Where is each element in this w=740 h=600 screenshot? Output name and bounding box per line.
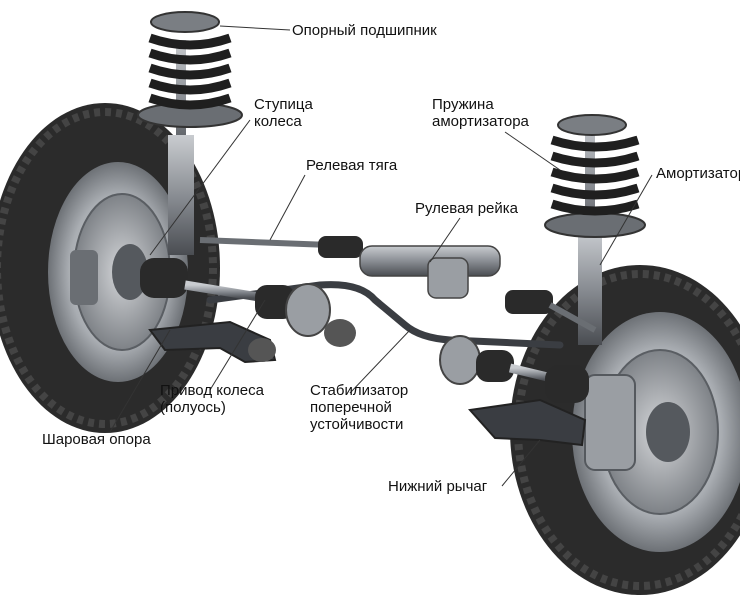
label-shock-absorber: Амортизатор [656, 165, 740, 182]
left-inner-cv-joint [285, 283, 331, 337]
right-coil-spring [550, 135, 640, 216]
label-drive-shaft: Привод колеса (полуось) [160, 382, 264, 416]
left-hub [112, 244, 148, 300]
label-stabilizer: Стабилизатор поперечной устойчивости [310, 382, 409, 433]
right-wheel [510, 265, 740, 595]
label-upper-bearing: Опорный подшипник [292, 22, 437, 39]
leader-shock-spring [504, 131, 561, 171]
right-driveshaft [439, 335, 589, 403]
left-arm-bushing-front [248, 338, 276, 362]
left-rack-boot [318, 236, 363, 258]
label-ball-joint: Шаровая опора [42, 431, 151, 448]
label-lower-arm: Нижний рычаг [388, 478, 488, 495]
leader-steering-rack [429, 217, 461, 263]
right-spring-seat [544, 212, 646, 238]
left-inner-cv-boot [255, 285, 295, 319]
left-axle-shaft [184, 280, 266, 303]
label-tie-rod: Релевая тяга [306, 157, 398, 174]
left-coil-spring [148, 33, 232, 110]
right-inner-cv-joint [439, 335, 481, 385]
leader-drive-shaft [209, 299, 266, 391]
left-top-mount [150, 11, 220, 33]
label-shock-spring: Пружина амортизатора [432, 96, 529, 130]
left-tie-rod [199, 237, 331, 248]
left-strut-rod [176, 40, 186, 160]
leader-ball-joint [109, 329, 171, 433]
leader-upper-bearing [219, 25, 291, 31]
left-driveshaft [140, 258, 331, 337]
left-shock-body [168, 135, 194, 255]
leader-lines [109, 25, 653, 487]
right-top-mount [557, 114, 627, 136]
steering-rack [199, 236, 597, 333]
leader-lower-arm [501, 439, 541, 487]
left-tire-tread [0, 108, 217, 428]
left-strut [137, 11, 243, 255]
stabilizer-bar [206, 281, 564, 349]
leader-shock-absorber [599, 174, 653, 266]
right-hub [646, 402, 690, 462]
right-lower-arm [468, 398, 587, 447]
label-wheel-hub: Ступица колеса [254, 96, 313, 130]
left-caliper [70, 250, 98, 305]
left-arm-bushing-rear [324, 319, 356, 347]
left-outer-cv-boot [140, 258, 188, 298]
right-strut [544, 114, 646, 345]
leader-wheel-hub [149, 119, 251, 256]
right-rack-boot [505, 290, 553, 314]
label-steering-rack: Рулевая рейка [415, 200, 519, 217]
leader-tie-rod [269, 174, 306, 241]
rack-pinion [427, 257, 469, 299]
right-inner-cv-boot [476, 350, 514, 382]
right-caliper [584, 374, 636, 471]
right-tie-rod [548, 302, 597, 333]
leader-stabilizer [349, 329, 411, 394]
left-wheel [0, 103, 220, 433]
right-outer-cv-boot [545, 365, 589, 403]
right-strut-rod [585, 120, 595, 250]
